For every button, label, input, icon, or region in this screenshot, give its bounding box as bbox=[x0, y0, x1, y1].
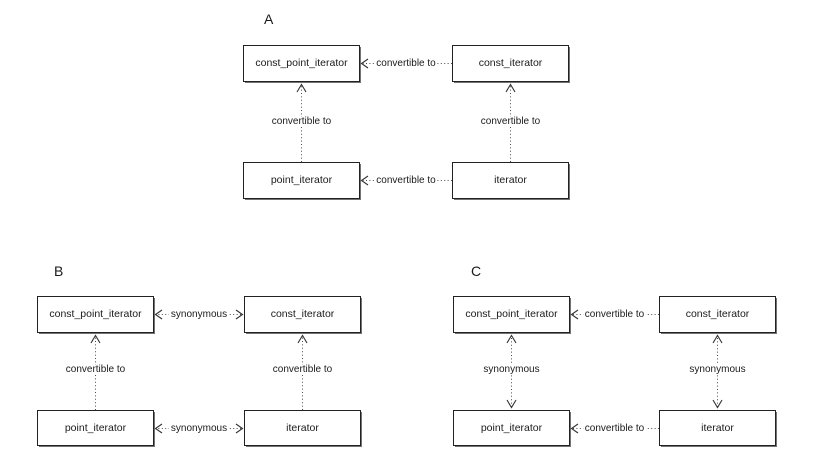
panel-label-b: B bbox=[54, 263, 64, 279]
edge-label-b-left: convertible to bbox=[63, 364, 128, 375]
node-b-iterator: iterator bbox=[244, 410, 361, 446]
node-c-iterator: iterator bbox=[659, 410, 776, 446]
node-c-point-iterator: point_iterator bbox=[453, 410, 570, 446]
node-a-const-iterator: const_iterator bbox=[452, 45, 569, 82]
edge-label-b-bottom: synonymous bbox=[168, 422, 230, 434]
node-b-const-point-iterator: const_point_iterator bbox=[37, 296, 154, 333]
node-label: point_iterator bbox=[64, 421, 127, 434]
edge-label-c-right: synonymous bbox=[687, 364, 748, 375]
edge-label-c-bottom: convertible to bbox=[582, 422, 647, 434]
panel-label-a: A bbox=[264, 11, 274, 27]
edge-label-b-top: synonymous bbox=[168, 308, 230, 320]
edge-label-a-left: convertible to bbox=[269, 116, 334, 127]
node-label: iterator bbox=[494, 174, 527, 187]
edge-label-b-right: convertible to bbox=[270, 364, 335, 375]
node-label: const_iterator bbox=[478, 57, 543, 70]
edge-label-a-bottom: convertible to bbox=[374, 174, 438, 186]
node-b-point-iterator: point_iterator bbox=[37, 410, 154, 446]
node-c-const-iterator: const_iterator bbox=[659, 296, 776, 333]
edge-label-c-top: convertible to bbox=[582, 308, 647, 320]
node-label: point_iterator bbox=[480, 421, 543, 434]
edge-label-a-right: convertible to bbox=[478, 116, 543, 127]
node-label: const_point_iterator bbox=[465, 308, 558, 321]
node-label: iterator bbox=[286, 421, 319, 434]
node-label: const_iterator bbox=[270, 308, 335, 321]
node-label: const_point_iterator bbox=[255, 57, 348, 70]
node-a-point-iterator: point_iterator bbox=[243, 162, 360, 199]
node-a-iterator: iterator bbox=[452, 162, 569, 199]
node-label: const_point_iterator bbox=[49, 308, 142, 321]
edge-label-a-top: convertible to bbox=[374, 57, 438, 69]
node-b-const-iterator: const_iterator bbox=[244, 296, 361, 333]
node-c-const-point-iterator: const_point_iterator bbox=[453, 296, 570, 333]
node-label: iterator bbox=[701, 421, 734, 434]
node-label: const_iterator bbox=[685, 308, 750, 321]
node-label: point_iterator bbox=[270, 174, 333, 187]
node-a-const-point-iterator: const_point_iterator bbox=[243, 45, 360, 82]
edge-label-c-left: synonymous bbox=[481, 364, 542, 375]
panel-label-c: C bbox=[471, 263, 482, 279]
